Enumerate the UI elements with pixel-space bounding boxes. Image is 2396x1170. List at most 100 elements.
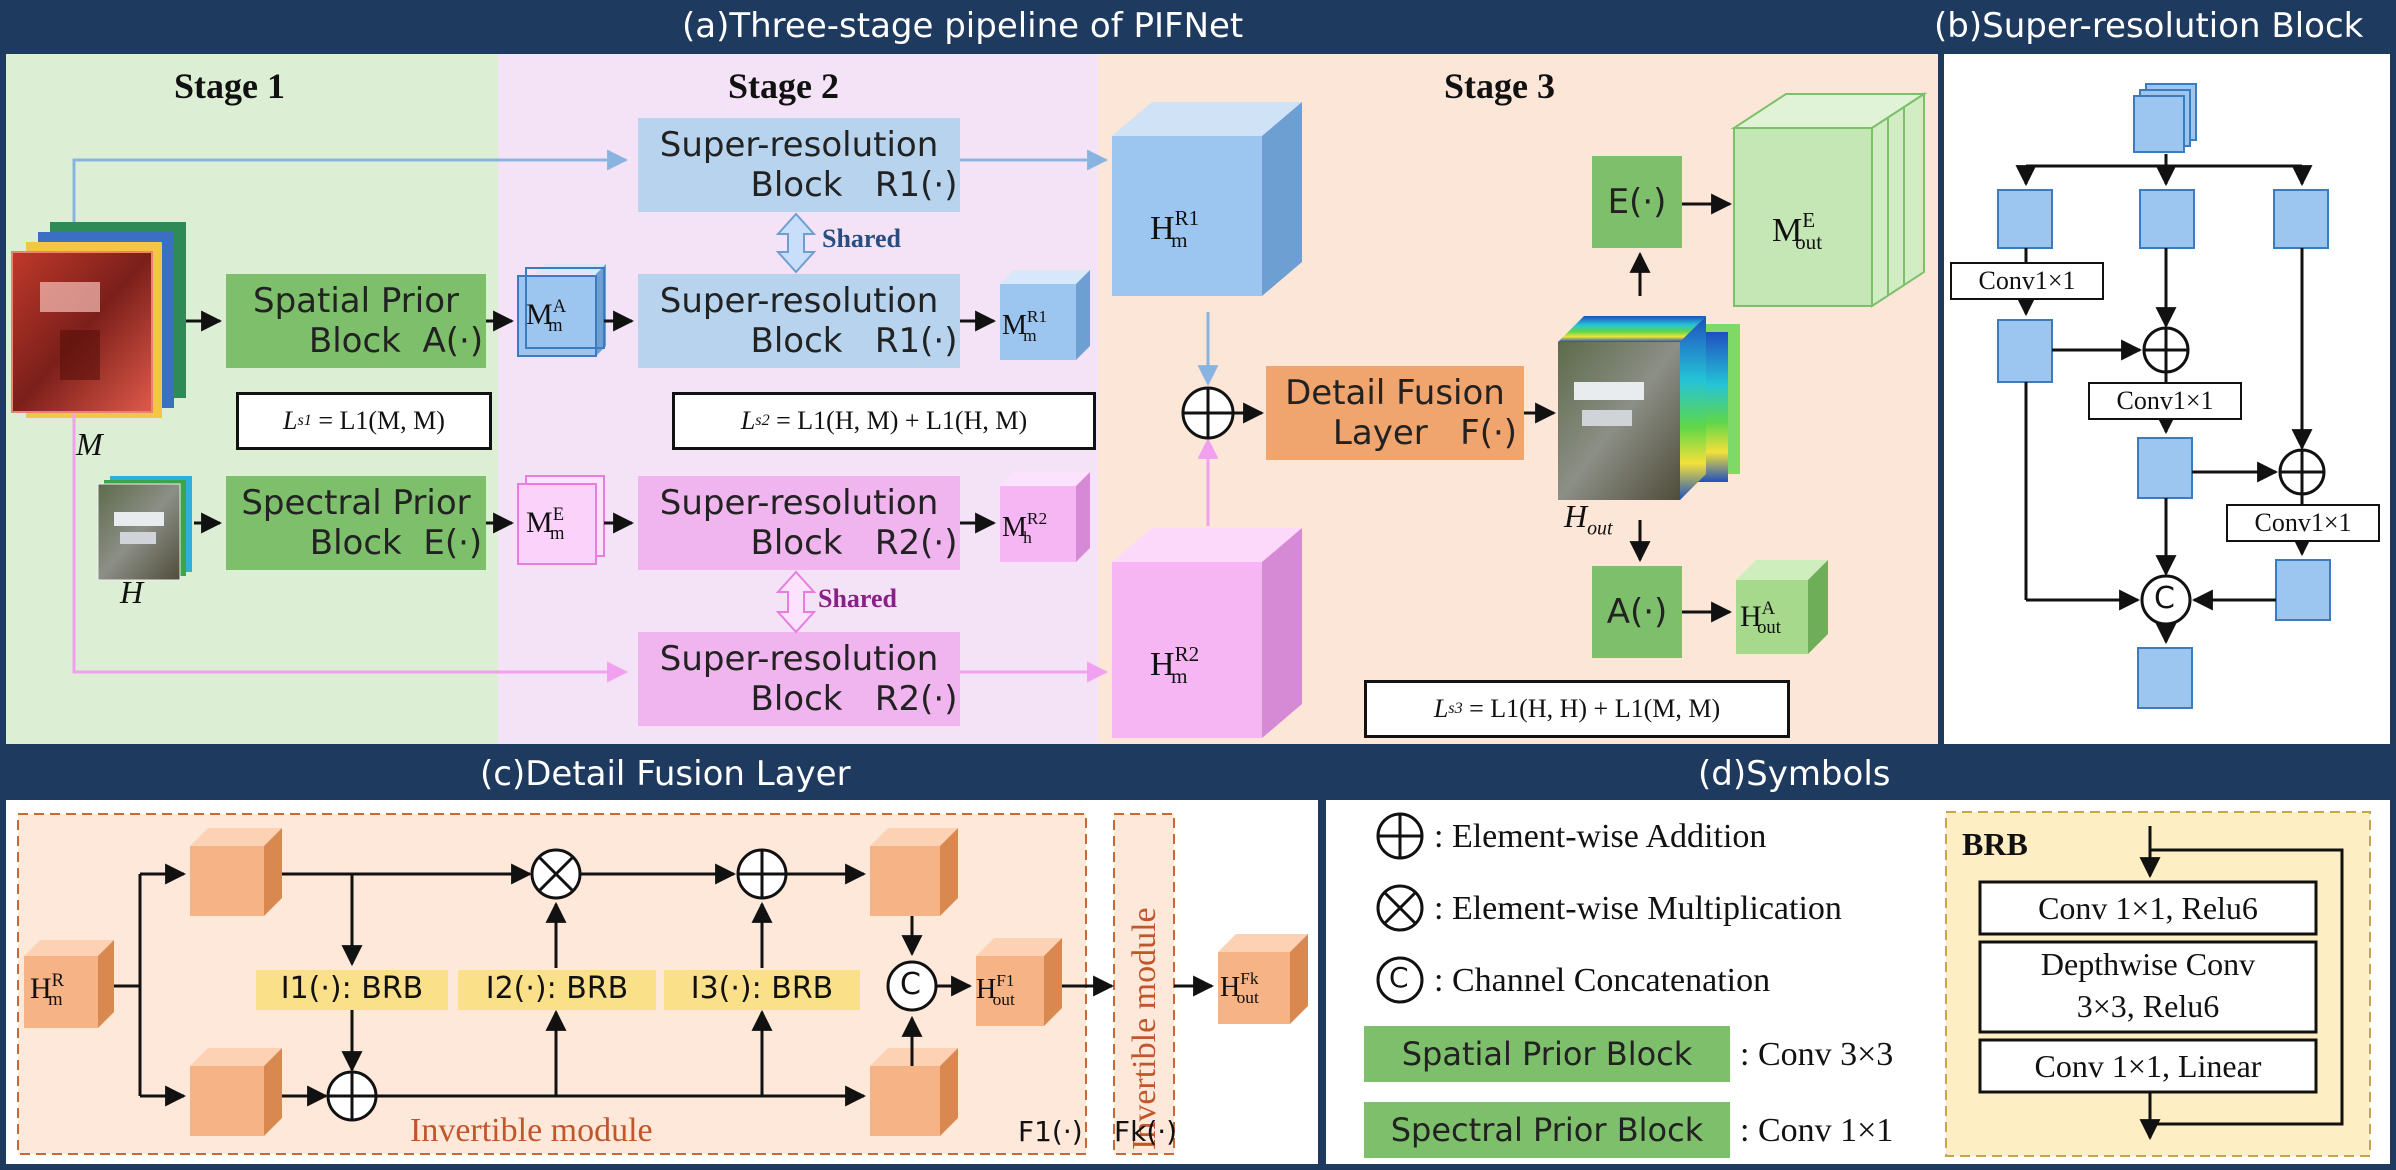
i3-brb-label: I3(·): BRB xyxy=(690,971,834,1006)
sr-block-r1-top xyxy=(638,118,960,212)
fusion-diagram xyxy=(24,828,1308,1136)
hmr-label: HRm xyxy=(30,970,65,1010)
i2-brb-label: I2(·): BRB xyxy=(485,971,629,1006)
sr-r1-mid-title: Super-resolution xyxy=(659,281,939,321)
legend-mul-text: : Element-wise Multiplication xyxy=(1434,890,1842,927)
shared-label-pink: Shared xyxy=(818,584,897,613)
sr-r2-mid-text: Super-resolution Block R2(·) xyxy=(638,476,960,570)
loss-ls2-expr: L1(H, M) + L1(H, M) xyxy=(797,406,1028,435)
hout-label-text: H xyxy=(1564,498,1588,534)
loss-ls3-expr: L1(H, H) + L1(M, M) xyxy=(1490,694,1721,723)
sr-r1-mid-fn: R1(·) xyxy=(874,321,958,361)
spectral-prior-block xyxy=(226,476,486,570)
hmr1-cube xyxy=(1112,102,1302,296)
hout-image-cube xyxy=(1558,316,1740,500)
sr-block-r1-mid xyxy=(638,274,960,368)
invertible-module-k-region xyxy=(1113,813,1175,1155)
mhr2-cube xyxy=(1000,472,1090,562)
legend-add-text: : Element-wise Addition xyxy=(1434,818,1767,855)
mout-e-cube xyxy=(1730,92,1928,308)
e-function-box xyxy=(1592,156,1682,248)
shared-arrow-pink xyxy=(775,570,817,634)
panel-b-title: (b)Super-resolution Block xyxy=(1934,6,2364,46)
conv1x1-label-1: Conv1×1 xyxy=(1950,262,2104,300)
sr-r2-bottom-fn: R2(·) xyxy=(874,679,958,719)
stage3-label: Stage 3 xyxy=(1444,66,1555,106)
e-fn-text: E(·) xyxy=(1607,182,1667,222)
legend-spectral-desc: : Conv 1×1 xyxy=(1740,1112,1894,1149)
mhr2-label: MR2h xyxy=(1002,509,1048,547)
detail-fusion-title: Detail Fusion xyxy=(1285,373,1505,413)
shared-label-blue: Shared xyxy=(822,224,901,253)
panel-c-title: (c)Detail Fusion Layer xyxy=(480,754,851,794)
sr-r2-bottom-title: Super-resolution xyxy=(659,639,939,679)
sr-r1-mid-block-word: Block xyxy=(750,321,843,361)
a-function-box xyxy=(1592,566,1682,658)
stage2-label: Stage 2 xyxy=(728,66,839,106)
loss-ls1-expr: L1(M, M) xyxy=(339,406,445,435)
sr-r2-mid-title: Super-resolution xyxy=(659,483,939,523)
hout-f1-label: HF1out xyxy=(976,971,1015,1009)
legend-spatial-desc: : Conv 3×3 xyxy=(1740,1036,1894,1073)
panel-d-title: (d)Symbols xyxy=(1698,754,1891,794)
fk-label: Fk(·) xyxy=(1114,1115,1178,1148)
detail-fusion-layer xyxy=(1266,366,1524,460)
spatial-prior-block xyxy=(226,274,486,368)
stage1-label: Stage 1 xyxy=(174,66,285,106)
mme-cube xyxy=(517,475,605,565)
hmr1-label: HR1m xyxy=(1150,206,1200,252)
hmr2-label: HR2m xyxy=(1150,642,1200,688)
i1-brb-label: I1(·): BRB xyxy=(280,971,424,1006)
hout-a-cube xyxy=(1736,560,1828,654)
a-fn-text: A(·) xyxy=(1606,592,1668,632)
mout-e-label: MEout xyxy=(1772,208,1823,254)
arrow-m-to-sr-top xyxy=(72,149,629,222)
spectral-prior-block-word: Block xyxy=(309,523,402,563)
detail-fusion-fn: F(·) xyxy=(1460,413,1518,453)
hout-fk-label: HFkout xyxy=(1220,969,1259,1007)
m-image-stack xyxy=(11,222,186,418)
sr-r1-top-fn: R1(·) xyxy=(874,165,958,205)
brb-layer-2b: 3×3, Relu6 xyxy=(2076,988,2220,1024)
brb-title: BRB xyxy=(1962,826,2028,862)
m-label: M xyxy=(76,426,103,462)
add-symbol-stage3 xyxy=(1181,386,1235,440)
brb-layer-3: Conv 1×1, Linear xyxy=(2034,1048,2262,1084)
mmr1-label: MR1m xyxy=(1002,307,1048,345)
invertible-module-label: Invertible module xyxy=(410,1112,653,1149)
sr-r2-mid-block-word: Block xyxy=(750,523,843,563)
mma-cube xyxy=(517,264,606,357)
sr-block-r2-mid xyxy=(638,476,960,570)
sr-r2-mid-fn: R2(·) xyxy=(874,523,958,563)
f1-label: F1(·) xyxy=(1018,1115,1083,1148)
invertible-module-side-label: Invertible module xyxy=(1126,907,1163,1150)
sr-block-r2-bottom xyxy=(638,632,960,726)
hmr2-cube xyxy=(1112,528,1302,738)
mme-label: MEm xyxy=(526,504,565,544)
spatial-prior-block-word: Block xyxy=(308,321,401,361)
brb-layer-2a: Depthwise Conv xyxy=(2040,946,2256,982)
legend-cat-text: : Channel Concatenation xyxy=(1434,962,1771,999)
legend-spatial-box: Spatial Prior Block xyxy=(1401,1035,1693,1073)
spatial-prior-fn: A(·) xyxy=(422,321,484,361)
h-image-stack xyxy=(97,476,192,581)
symbols-legend xyxy=(1364,811,2371,1158)
arrow-h-to-sr-bottom xyxy=(72,414,629,683)
spectral-prior-text: Spectral Prior Block E(·) xyxy=(226,476,486,570)
spatial-prior-text: Spatial Prior Block A(·) xyxy=(226,274,486,368)
sr-r1-top-title: Super-resolution xyxy=(659,125,939,165)
legend-spectral-box: Spectral Prior Block xyxy=(1390,1111,1704,1149)
spatial-prior-title: Spatial Prior xyxy=(253,281,459,321)
mmr1-cube xyxy=(1000,270,1090,360)
detail-fusion-text: Detail Fusion Layer F(·) xyxy=(1266,366,1524,460)
spectral-prior-title: Spectral Prior xyxy=(241,483,471,523)
h-label: H xyxy=(120,574,144,610)
sr-r1-top-block-word: Block xyxy=(750,165,843,205)
sr-r1-mid-text: Super-resolution Block R1(·) xyxy=(638,274,960,368)
conv1x1-label-2: Conv1×1 xyxy=(2088,382,2242,420)
brb-layer-1: Conv 1×1, Relu6 xyxy=(2038,890,2258,926)
hout-a-label: HAout xyxy=(1740,598,1781,638)
